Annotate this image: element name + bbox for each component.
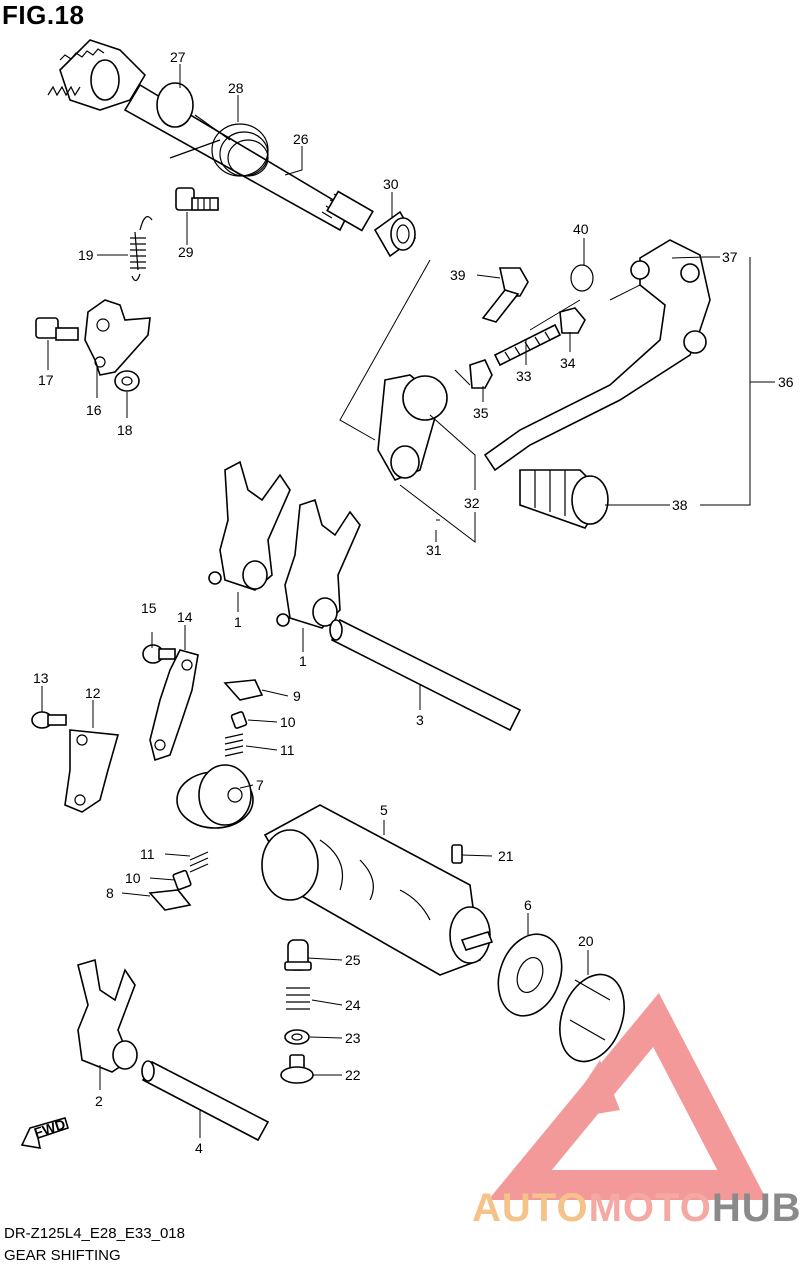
callout-32: 32 <box>464 495 480 511</box>
callout-13: 13 <box>33 670 49 686</box>
callout-8: 8 <box>106 885 114 901</box>
watermark-moto: MOTO <box>588 1186 712 1230</box>
callout-9: 9 <box>293 688 301 704</box>
washer-18 <box>114 370 140 392</box>
callout-36: 36 <box>778 374 794 390</box>
footer-caption: GEAR SHIFTING <box>4 1247 121 1264</box>
callout-6: 6 <box>524 897 532 913</box>
shift-shaft-assembly <box>47 39 374 232</box>
screw-15 <box>142 644 176 664</box>
callout-19: 19 <box>78 247 94 263</box>
callout-29: 29 <box>178 244 194 260</box>
watermark-text: AUTOMOTOHUB <box>472 1186 800 1231</box>
callout-14: 14 <box>177 609 193 625</box>
callout-25: 25 <box>345 952 361 968</box>
pin-10-lower <box>172 869 192 891</box>
watermark-hub: HUB <box>711 1186 800 1230</box>
washer-6 <box>497 933 563 1017</box>
callout-39: 39 <box>450 267 466 283</box>
pin-21 <box>451 844 463 864</box>
callout-22: 22 <box>345 1067 361 1083</box>
nut-35 <box>469 359 493 389</box>
watermark-logo <box>488 992 767 1200</box>
callout-23: 23 <box>345 1030 361 1046</box>
footer-code: DR-Z125L4_E28_E33_018 <box>4 1225 185 1242</box>
spring-24 <box>286 987 310 1010</box>
callout-27: 27 <box>170 49 186 65</box>
gearshift-fork-1a <box>208 460 291 591</box>
callout-12: 12 <box>85 685 101 701</box>
spring-19 <box>130 216 153 282</box>
figure-title: FIG.18 <box>2 0 85 30</box>
callout-10b: 10 <box>125 870 141 886</box>
plug-22 <box>280 1054 314 1084</box>
bolt-39 <box>481 267 529 323</box>
bolt-17 <box>35 317 79 341</box>
callout-11b: 11 <box>140 846 155 862</box>
callout-1b: 1 <box>299 653 307 669</box>
spring-11-lower <box>189 851 209 873</box>
nut-34 <box>559 307 586 334</box>
bolt-29 <box>175 187 219 211</box>
gearshift-cam-5 <box>261 804 494 976</box>
gearshift-lever-36 <box>483 239 711 472</box>
oil-seal-30 <box>373 210 417 258</box>
cam-bearing-20 <box>559 973 625 1063</box>
fork-shaft-4 <box>141 1060 270 1142</box>
callout-3: 3 <box>416 712 424 728</box>
gearshift-cam-stopper-16 <box>84 299 151 376</box>
callout-30: 30 <box>383 176 399 192</box>
gearshift-fork-1b <box>276 498 361 629</box>
callout-40: 40 <box>573 221 589 237</box>
pawl-8 <box>148 889 192 911</box>
callout-11a: 11 <box>280 742 295 758</box>
callout-18: 18 <box>117 422 133 438</box>
gearshift-cam-driven-gear-7 <box>176 764 254 829</box>
cam-driven-gear-plate-14 <box>149 649 199 762</box>
screw-13 <box>31 711 67 729</box>
cam-stopper-25 <box>284 939 312 971</box>
callout-26: 26 <box>293 131 309 147</box>
callout-5: 5 <box>380 802 388 818</box>
callout-28: 28 <box>228 80 244 96</box>
callout-34: 34 <box>560 355 576 371</box>
callout-24: 24 <box>345 997 361 1013</box>
tie-rod-33 <box>493 323 562 367</box>
callout-labels: 27 28 26 30 29 19 17 16 18 40 39 37 36 3… <box>33 49 794 1156</box>
callout-37: 37 <box>722 249 738 265</box>
spring-11-upper <box>224 733 244 757</box>
fork-shaft-3 <box>329 618 522 732</box>
fwd-arrow: FWD <box>20 1116 69 1149</box>
pin-10-upper <box>230 711 248 729</box>
callout-2: 2 <box>95 1093 103 1109</box>
callout-16: 16 <box>86 402 102 418</box>
callout-35: 35 <box>473 405 489 421</box>
circlip-40 <box>570 264 594 292</box>
shift-shaft-return-spring <box>169 114 269 177</box>
callout-10a: 10 <box>280 714 296 730</box>
watermark-auto: AUTO <box>472 1186 589 1230</box>
cam-stopper-plate-12 <box>64 729 120 813</box>
callout-21: 21 <box>498 848 514 864</box>
callout-1a: 1 <box>234 614 242 630</box>
callout-15: 15 <box>141 600 157 616</box>
leader-lines <box>41 64 775 1138</box>
washer-23 <box>284 1029 310 1045</box>
gearshift-fork-2 <box>77 958 138 1073</box>
callout-38: 38 <box>672 497 688 513</box>
lever-rubber-38 <box>519 469 609 529</box>
fwd-label: FWD <box>32 1116 67 1141</box>
pawl-9 <box>223 679 264 701</box>
callout-20: 20 <box>578 933 594 949</box>
callout-4: 4 <box>195 1140 203 1156</box>
gearshift-arm-31-32 <box>377 374 448 482</box>
callout-31: 31 <box>426 542 442 558</box>
callout-17: 17 <box>38 372 54 388</box>
callout-7: 7 <box>256 777 264 793</box>
callout-33: 33 <box>516 368 532 384</box>
